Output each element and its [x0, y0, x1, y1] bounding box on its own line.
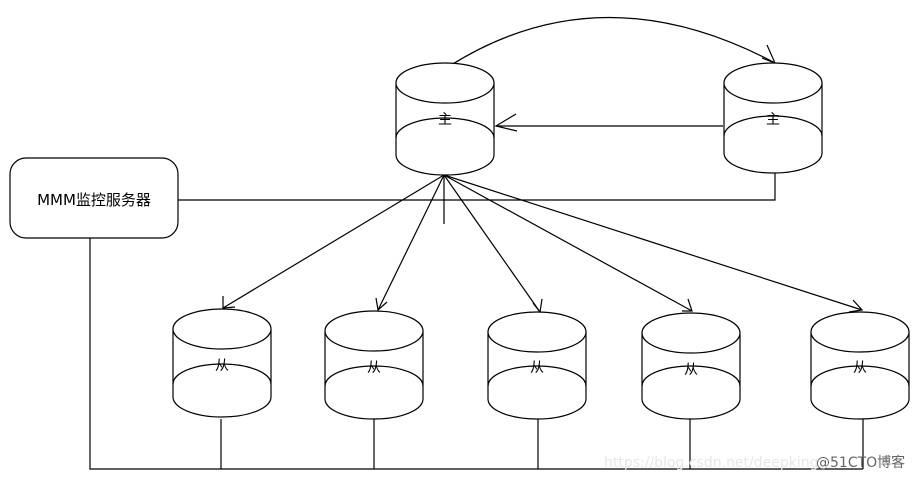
master-db-1-label: 主 [438, 112, 452, 128]
replication-arrow-2 [377, 174, 445, 311]
replication-arrow-5 [443, 174, 693, 312]
watermark-url: https://blog.csdn.net/deepking [604, 455, 819, 471]
slave-db-4-label: 从 [684, 362, 698, 378]
slave-db-5-label: 从 [853, 360, 867, 376]
monitor-to-slave-bus [89, 238, 863, 470]
replication-arrow-1 [222, 174, 445, 309]
master-db-2: 主 [723, 62, 823, 174]
curve-arrowhead [761, 44, 777, 65]
watermark: https://blog.csdn.net/deepking @51CTO博客 [604, 454, 905, 471]
master1-to-master2-curve [447, 16, 776, 68]
replication-arrow-4 [443, 174, 541, 313]
slave-db-1: 从 [172, 308, 272, 418]
monitor-server-label: MMM监控服务器 [37, 191, 151, 209]
slave-db-3: 从 [487, 311, 587, 420]
watermark-site: @51CTO博客 [816, 454, 905, 471]
slave-db-1-label: 从 [215, 358, 229, 374]
arrowhead-1 [222, 296, 236, 309]
monitor-links [89, 173, 864, 470]
replication-arrow-6 [443, 174, 863, 311]
arrowhead-5 [682, 298, 693, 312]
arrowhead-6 [848, 299, 864, 313]
line-arrowhead [494, 113, 518, 132]
arrowhead-2 [375, 297, 388, 312]
slave-db-3-label: 从 [530, 360, 544, 376]
slave-db-2-label: 从 [367, 360, 381, 376]
master-db-2-label: 主 [766, 112, 780, 128]
master-db-1: 主 [395, 62, 495, 176]
replication-arrows [222, 174, 864, 314]
monitor-to-master2-line [178, 173, 776, 201]
arrowhead-4 [532, 298, 543, 314]
slave-db-4: 从 [641, 312, 741, 420]
slave-db-5: 从 [810, 311, 910, 420]
slave-db-2: 从 [324, 310, 424, 420]
monitor-server: MMM监控服务器 [9, 157, 179, 239]
monitor-server-box [9, 157, 179, 239]
